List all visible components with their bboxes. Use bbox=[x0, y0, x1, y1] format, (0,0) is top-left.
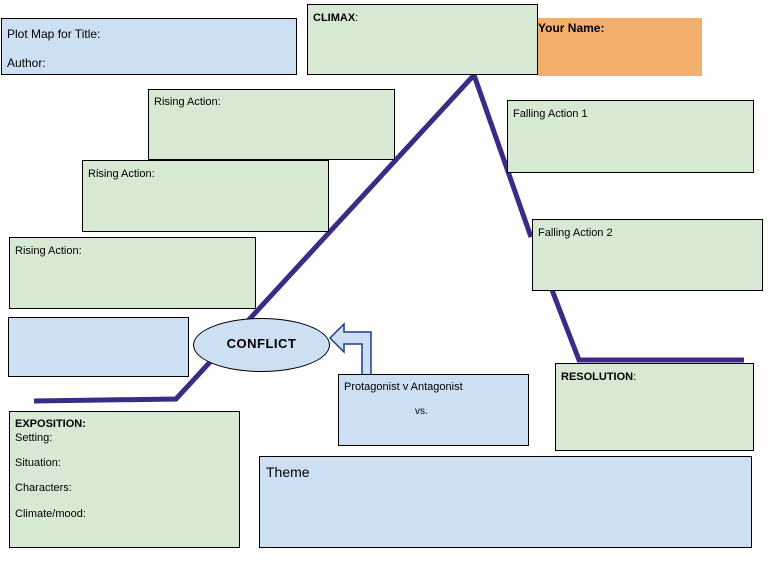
conflict-ellipse: CONFLICT bbox=[193, 318, 330, 372]
protagonist-antagonist-box[interactable]: Protagonist v Antagonist vs. bbox=[338, 374, 529, 446]
climax-title: CLIMAX bbox=[313, 12, 356, 24]
climate-mood-field: Climate/mood: bbox=[15, 508, 86, 520]
falling-action-2-label: Falling Action 2 bbox=[538, 227, 613, 239]
vs-label: vs. bbox=[415, 406, 428, 417]
exposition-box[interactable]: EXPOSITION: Setting: Situation: Characte… bbox=[9, 411, 240, 548]
protagonist-antagonist-label: Protagonist v Antagonist bbox=[344, 381, 463, 393]
resolution-title: RESOLUTION bbox=[561, 371, 634, 383]
falling-action-1-label: Falling Action 1 bbox=[513, 108, 588, 120]
plot-map-title: Plot Map for Title: bbox=[7, 27, 101, 41]
conflict-answer-box[interactable] bbox=[8, 317, 189, 377]
climax-colon: : bbox=[355, 12, 359, 24]
situation-field: Situation: bbox=[15, 457, 61, 469]
resolution-colon: : bbox=[633, 371, 637, 383]
arrow-icon bbox=[328, 322, 372, 378]
author-label: Author: bbox=[7, 56, 46, 70]
rising-action-label: Rising Action: bbox=[154, 96, 221, 108]
your-name-box[interactable]: Your Name: bbox=[538, 18, 702, 76]
rising-action-box-2[interactable]: Rising Action: bbox=[82, 160, 329, 232]
your-name-label: Your Name: bbox=[538, 21, 605, 35]
title-box[interactable]: Plot Map for Title: Author: bbox=[1, 18, 297, 75]
climax-label: CLIMAX: bbox=[313, 12, 358, 24]
resolution-label: RESOLUTION: bbox=[561, 371, 636, 383]
setting-field: Setting: bbox=[15, 432, 53, 444]
conflict-label: CONFLICT bbox=[226, 336, 297, 351]
climax-box[interactable]: CLIMAX: bbox=[307, 4, 538, 75]
falling-action-2-box[interactable]: Falling Action 2 bbox=[532, 219, 763, 291]
rising-action-label: Rising Action: bbox=[88, 168, 155, 180]
rising-action-box-3[interactable]: Rising Action: bbox=[148, 89, 395, 160]
falling-action-1-box[interactable]: Falling Action 1 bbox=[507, 100, 754, 173]
resolution-plot-line bbox=[549, 289, 744, 363]
rising-action-label: Rising Action: bbox=[15, 245, 82, 257]
theme-label: Theme bbox=[266, 464, 310, 480]
exposition-title: EXPOSITION: bbox=[15, 418, 86, 430]
falling-plot-line bbox=[471, 74, 534, 238]
resolution-box[interactable]: RESOLUTION: bbox=[555, 363, 754, 451]
characters-field: Characters: bbox=[15, 482, 72, 494]
theme-box[interactable]: Theme bbox=[259, 456, 752, 548]
rising-plot-line bbox=[33, 73, 476, 404]
rising-action-box-1[interactable]: Rising Action: bbox=[9, 237, 256, 309]
